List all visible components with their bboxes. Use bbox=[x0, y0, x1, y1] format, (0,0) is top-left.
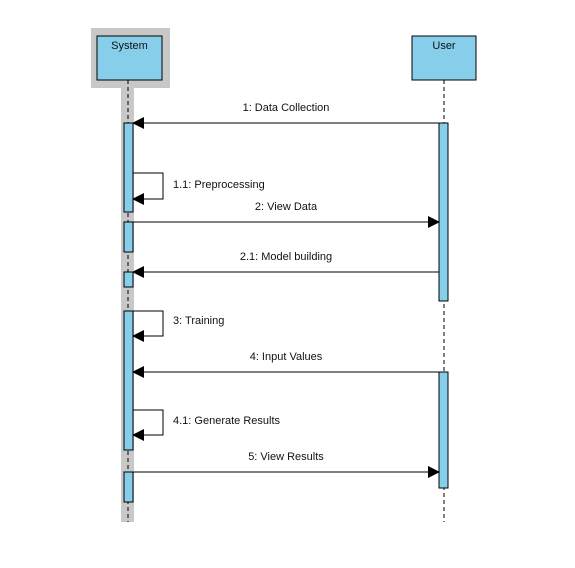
message-view-results-label: 5: View Results bbox=[248, 451, 324, 463]
message-data-collection[interactable]: 1: Data Collection bbox=[132, 102, 439, 129]
user-activation-bar[interactable] bbox=[438, 122, 449, 302]
system-activation-bar[interactable] bbox=[123, 310, 134, 451]
message-generate-results-label: 4.1: Generate Results bbox=[173, 415, 281, 427]
participant-user-label: User bbox=[432, 40, 456, 52]
system-activation-bar[interactable] bbox=[123, 122, 134, 213]
message-view-data[interactable]: 2: View Data bbox=[133, 201, 440, 228]
participant-user[interactable]: User bbox=[411, 35, 477, 81]
system-activation-bar[interactable] bbox=[123, 221, 134, 253]
message-preprocessing[interactable]: 1.1: Preprocessing bbox=[132, 172, 265, 205]
message-generate-results[interactable]: 4.1: Generate Results bbox=[132, 409, 281, 441]
message-model-building[interactable]: 2.1: Model building bbox=[132, 251, 439, 278]
message-training-label: 3: Training bbox=[173, 315, 224, 327]
system-activation-bar[interactable] bbox=[123, 271, 134, 288]
participant-system[interactable]: System bbox=[96, 35, 163, 81]
user-activation-bar[interactable] bbox=[438, 371, 449, 489]
message-input-values-label: 4: Input Values bbox=[250, 351, 323, 363]
message-view-results[interactable]: 5: View Results bbox=[133, 451, 440, 478]
message-input-values[interactable]: 4: Input Values bbox=[132, 351, 439, 378]
message-training[interactable]: 3: Training bbox=[132, 310, 224, 342]
message-data-collection-label: 1: Data Collection bbox=[243, 102, 330, 114]
participant-system-label: System bbox=[111, 40, 148, 52]
message-preprocessing-label: 1.1: Preprocessing bbox=[173, 179, 265, 191]
message-model-building-label: 2.1: Model building bbox=[240, 251, 332, 263]
message-view-data-label: 2: View Data bbox=[255, 201, 318, 213]
system-activation-bar[interactable] bbox=[123, 471, 134, 503]
